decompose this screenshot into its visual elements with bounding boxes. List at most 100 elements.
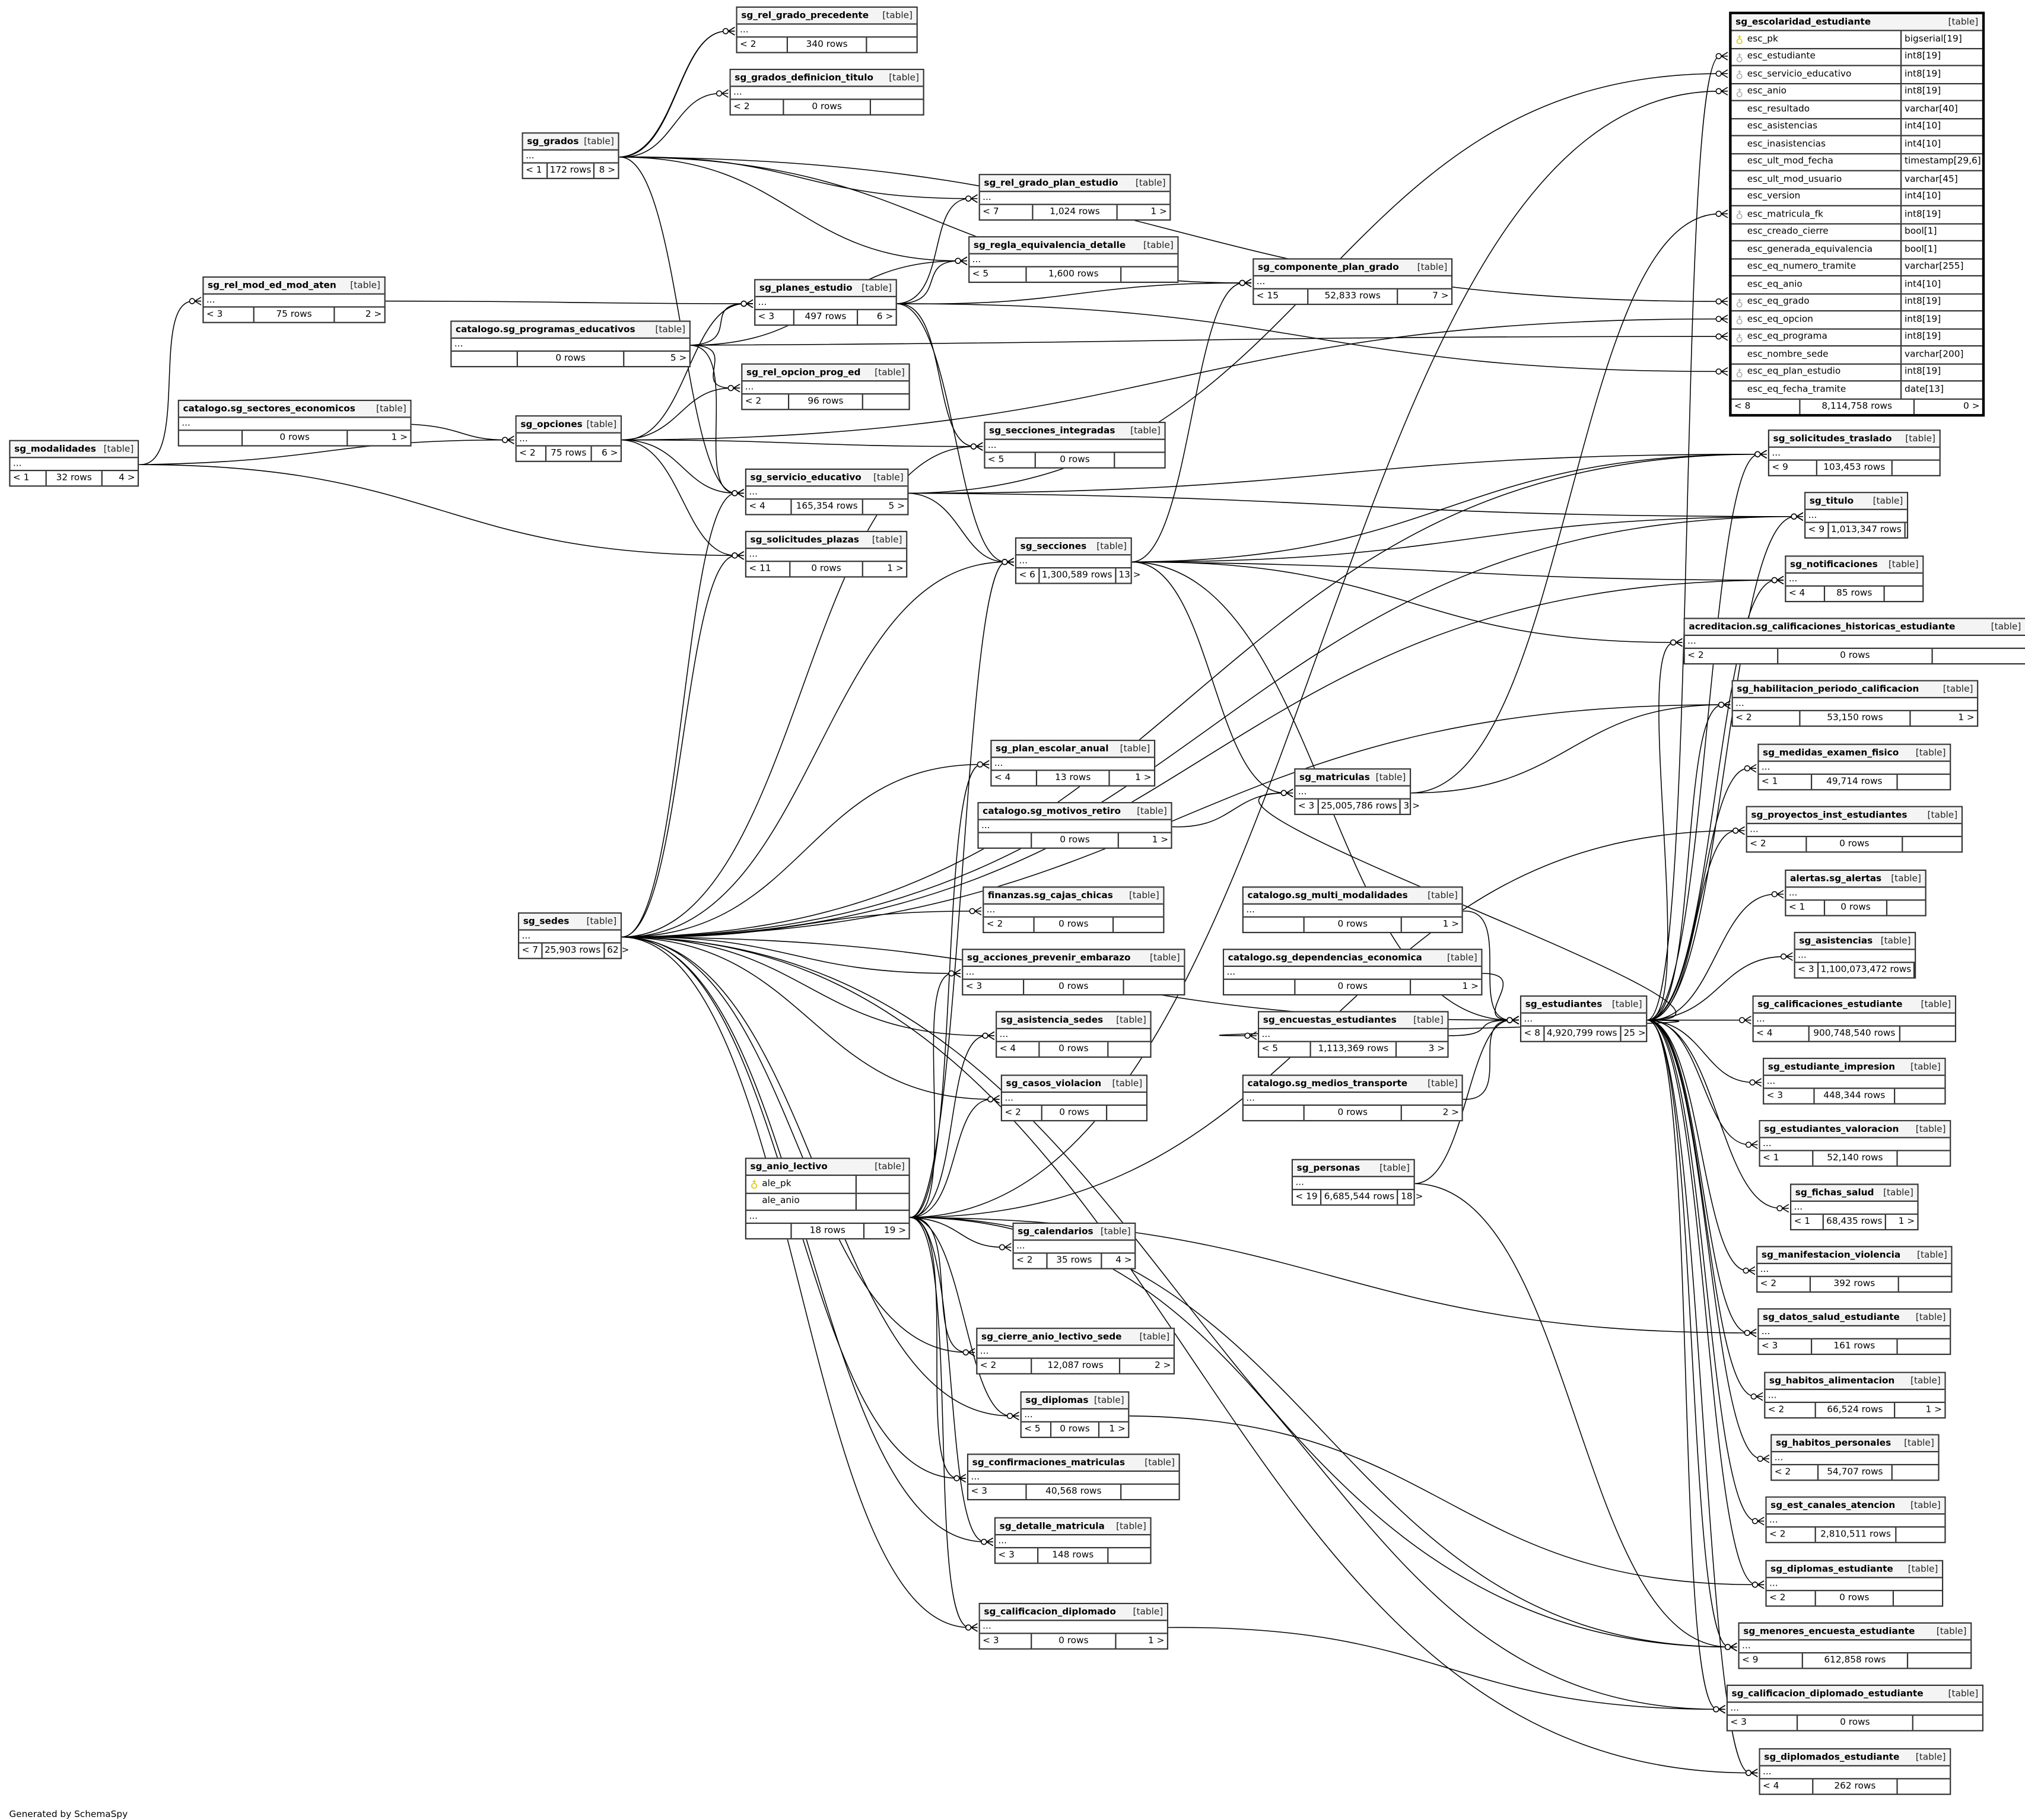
more-columns-row[interactable]: ... xyxy=(737,25,917,38)
table-name[interactable]: sg_notificaciones xyxy=(1790,558,1878,569)
more-columns-row[interactable]: ... xyxy=(1772,1452,1938,1466)
table-name[interactable]: sg_medidas_examen_fisico xyxy=(1763,747,1899,758)
children-link[interactable] xyxy=(1121,268,1177,282)
column-row[interactable]: ♀ale_pk xyxy=(746,1176,909,1194)
parents-link[interactable] xyxy=(1244,1106,1304,1121)
children-link[interactable] xyxy=(1898,1151,1950,1166)
table-name[interactable]: sg_regla_equivalencia_detalle xyxy=(973,239,1126,250)
table-sg-calificacion-diplomado-estudiante[interactable]: sg_calificacion_diplomado_estudiante[tab… xyxy=(1726,1684,1983,1732)
parents-link[interactable] xyxy=(979,833,1032,848)
parents-link[interactable]: < 2 xyxy=(1733,711,1801,726)
table-name[interactable]: sg_manifestacion_violencia xyxy=(1761,1249,1901,1260)
table-name[interactable]: sg_solicitudes_plazas xyxy=(750,534,860,545)
children-link[interactable]: 1 > xyxy=(391,432,408,443)
children-link[interactable] xyxy=(1903,837,1962,851)
table-name[interactable]: sg_opciones xyxy=(520,418,583,429)
table-catalogo-sg-sectores-economicos[interactable]: catalogo.sg_sectores_economicos[table]..… xyxy=(177,399,412,447)
more-columns-row[interactable]: ... xyxy=(1757,1264,1951,1277)
more-columns-row[interactable]: ... xyxy=(1766,1514,1945,1528)
parents-link[interactable]: < 9 xyxy=(1769,460,1817,475)
parents-link[interactable]: < 2 xyxy=(984,917,1034,932)
table-catalogo-sg-medios-transporte[interactable]: catalogo.sg_medios_transporte[table]...0… xyxy=(1242,1074,1463,1122)
parents-link[interactable]: < 5 xyxy=(986,453,1035,467)
parents-link[interactable]: < 2 xyxy=(1747,837,1807,852)
table-name[interactable]: sg_estudiantes_valoracion xyxy=(1764,1123,1899,1134)
parents-link[interactable]: < 4 xyxy=(991,771,1038,785)
parents-link[interactable]: < 3 xyxy=(204,307,255,322)
parents-link[interactable]: < 2 xyxy=(731,100,784,114)
table-name[interactable]: sg_confirmaciones_matriculas xyxy=(972,1456,1126,1468)
table-name[interactable]: catalogo.sg_motivos_retiro xyxy=(983,805,1121,816)
children-link[interactable]: 5 > xyxy=(888,501,905,512)
parents-link[interactable]: < 1 xyxy=(1791,1214,1824,1229)
parents-link[interactable]: < 2 xyxy=(1765,1403,1816,1418)
table-name[interactable]: sg_estudiantes xyxy=(1525,998,1603,1010)
table-name[interactable]: catalogo.sg_sectores_economicos xyxy=(183,403,355,413)
more-columns-row[interactable]: ... xyxy=(1295,787,1410,800)
children-link[interactable] xyxy=(1899,1277,1951,1291)
more-columns-row[interactable]: ... xyxy=(1786,574,1923,587)
table-acreditacion-sg-calificaciones-historicas-estudiante[interactable]: acreditacion.sg_calificaciones_historica… xyxy=(1683,618,2025,665)
table-name[interactable]: sg_rel_opcion_prog_ed xyxy=(746,367,861,377)
table-name[interactable]: sg_diplomados_estudiante xyxy=(1764,1751,1900,1762)
more-columns-row[interactable]: ... xyxy=(179,418,411,431)
more-columns-row[interactable]: ... xyxy=(969,254,1178,268)
table-name[interactable]: sg_fichas_salud xyxy=(1795,1186,1874,1198)
children-link[interactable]: 6 > xyxy=(876,311,894,322)
more-columns-row[interactable]: ... xyxy=(1769,448,1940,461)
more-columns-row[interactable]: ... xyxy=(1753,1014,1955,1027)
more-columns-row[interactable]: ... xyxy=(1739,1640,1971,1654)
more-columns-row[interactable]: ... xyxy=(1021,1409,1128,1423)
more-columns-row[interactable]: ... xyxy=(1765,1390,1945,1404)
more-columns-row[interactable]: ... xyxy=(1002,1093,1146,1106)
parents-link[interactable]: < 1 xyxy=(1786,901,1826,915)
table-name[interactable]: sg_detalle_matricula xyxy=(999,1520,1105,1531)
table-catalogo-sg-motivos-retiro[interactable]: catalogo.sg_motivos_retiro[table]...0 ro… xyxy=(977,802,1172,849)
more-columns-row[interactable]: ... xyxy=(1243,905,1462,918)
parents-link[interactable]: < 7 xyxy=(980,205,1033,219)
children-link[interactable] xyxy=(871,100,923,114)
table-name[interactable]: sg_plan_escolar_anual xyxy=(996,743,1109,754)
more-columns-row[interactable]: ... xyxy=(1732,698,1978,711)
more-columns-row[interactable]: ... xyxy=(1760,1138,1950,1151)
children-link[interactable] xyxy=(1896,1089,1945,1103)
parents-link[interactable] xyxy=(1244,917,1304,932)
parents-link[interactable]: < 2 xyxy=(737,37,787,52)
parents-link[interactable]: < 2 xyxy=(1757,1277,1812,1291)
parents-link[interactable]: < 3 xyxy=(1764,1089,1815,1103)
children-link[interactable]: 13 > xyxy=(1118,569,1141,580)
parents-link[interactable]: < 2 xyxy=(1767,1528,1817,1542)
children-link[interactable] xyxy=(1114,918,1163,932)
children-link[interactable] xyxy=(1898,1780,1950,1794)
children-link[interactable] xyxy=(863,394,908,409)
table-name[interactable]: sg_rel_mod_ed_mod_aten xyxy=(208,279,336,290)
table-name[interactable]: sg_componente_plan_grado xyxy=(1257,261,1399,272)
children-link[interactable]: 19 > xyxy=(883,1225,907,1236)
parents-link[interactable]: < 2 xyxy=(1014,1253,1048,1268)
more-columns-row[interactable]: ... xyxy=(963,967,1184,980)
children-link[interactable]: 18 > xyxy=(1401,1191,1423,1202)
parents-link[interactable]: < 4 xyxy=(997,1042,1040,1057)
parents-link[interactable]: < 3 xyxy=(1295,799,1318,814)
table-name[interactable]: sg_secciones_integradas xyxy=(989,425,1115,436)
children-link[interactable] xyxy=(1893,461,1940,475)
table-name[interactable]: sg_proyectos_inst_estudiantes xyxy=(1751,809,1908,820)
table-sg-menores-encuesta-estudiante[interactable]: sg_menores_encuesta_estudiante[table]...… xyxy=(1738,1622,1972,1669)
